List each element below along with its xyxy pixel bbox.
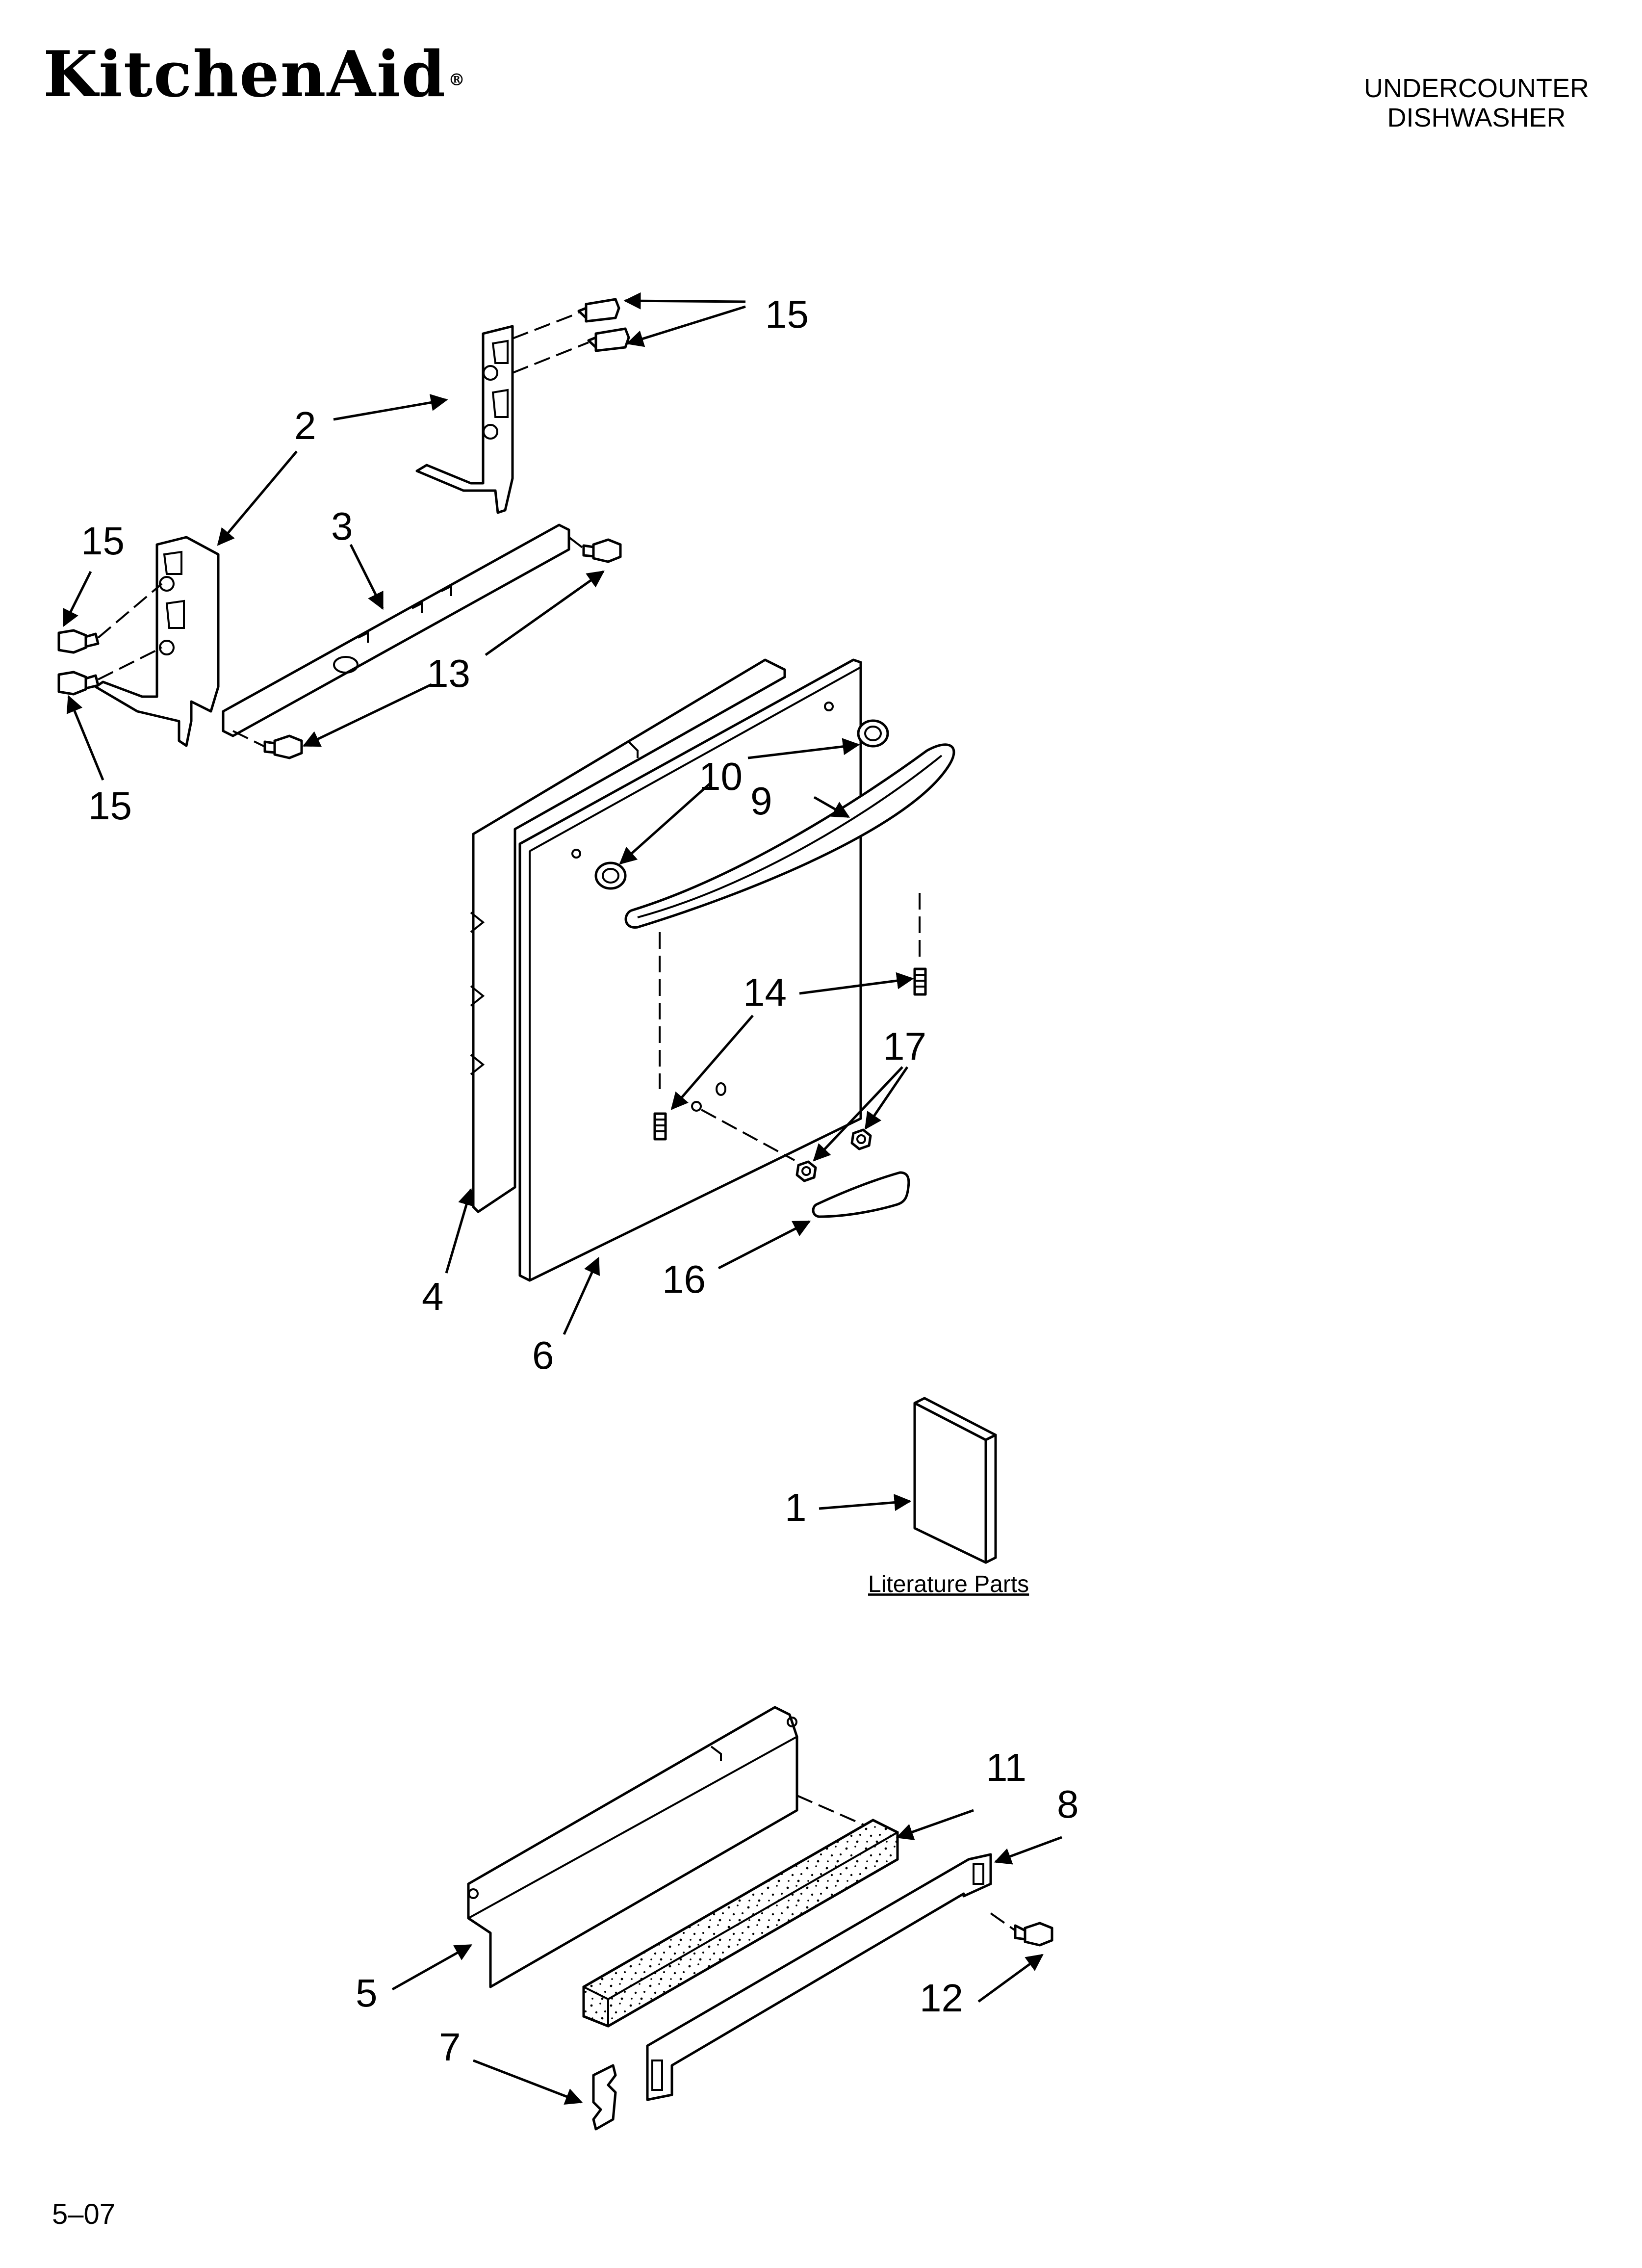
callout-14: 14 — [743, 970, 787, 1014]
callout-4: 4 — [422, 1275, 444, 1318]
screw-icon — [263, 734, 303, 759]
handle-spacer-icon — [594, 861, 627, 890]
screw-icon — [57, 671, 100, 696]
callout-15: 15 — [765, 292, 809, 336]
nut-icon — [795, 1160, 817, 1182]
title-line-2: DISHWASHER — [1387, 103, 1566, 132]
nameplate-badge — [812, 1171, 910, 1218]
callout-17: 17 — [883, 1024, 926, 1068]
callout-7: 7 — [439, 2025, 461, 2069]
callout-9: 9 — [750, 779, 772, 823]
callout-2: 2 — [294, 404, 316, 447]
callout-3: 3 — [331, 504, 353, 548]
brand-logo: KitchenAid® — [43, 43, 466, 106]
screw-icon — [577, 298, 620, 323]
callout-15: 15 — [88, 784, 132, 828]
callout-5: 5 — [356, 1971, 378, 2015]
registered-mark: ® — [448, 70, 466, 90]
screw-icon — [582, 538, 622, 563]
nut-icon — [850, 1128, 872, 1150]
callout-16: 16 — [662, 1257, 706, 1301]
callout-11: 11 — [986, 1746, 1026, 1789]
callout-6: 6 — [532, 1333, 554, 1377]
callout-15: 15 — [81, 519, 125, 563]
literature-booklet — [913, 1397, 997, 1564]
callout-12: 12 — [920, 1976, 963, 2020]
screw-icon — [587, 327, 630, 352]
callout-10: 10 — [699, 755, 743, 798]
title-line-1: UNDERCOUNTER — [1364, 74, 1589, 103]
inner-door-panel — [470, 658, 786, 1213]
page-title: UNDERCOUNTER DISHWASHER — [1364, 74, 1589, 132]
front-door-panel — [518, 658, 862, 1282]
door-hinge-bracket-right — [415, 325, 514, 514]
toe-panel — [467, 1706, 798, 1988]
stud-icon — [653, 1112, 667, 1141]
door-handle — [624, 743, 955, 929]
brand-name: KitchenAid — [43, 38, 446, 111]
stud-icon — [913, 967, 927, 996]
callout-leaders — [62, 292, 1062, 2105]
screw-icon — [1014, 1922, 1053, 1947]
toe-panel-insulation — [582, 1819, 899, 2028]
toe-panel-clip — [592, 2064, 617, 2131]
callout-8: 8 — [1057, 1782, 1079, 1826]
screw-icon — [57, 629, 100, 654]
page-code: 5–07 — [52, 2198, 116, 2230]
literature-parts-label: Literature Parts — [868, 1571, 1029, 1597]
callout-13: 13 — [427, 652, 470, 695]
toe-panel-bracket — [646, 1853, 992, 2101]
handle-spacer-icon — [857, 719, 889, 748]
door-support-rail — [222, 523, 570, 737]
callout-1: 1 — [785, 1486, 807, 1529]
door-hinge-bracket-left — [94, 536, 220, 747]
